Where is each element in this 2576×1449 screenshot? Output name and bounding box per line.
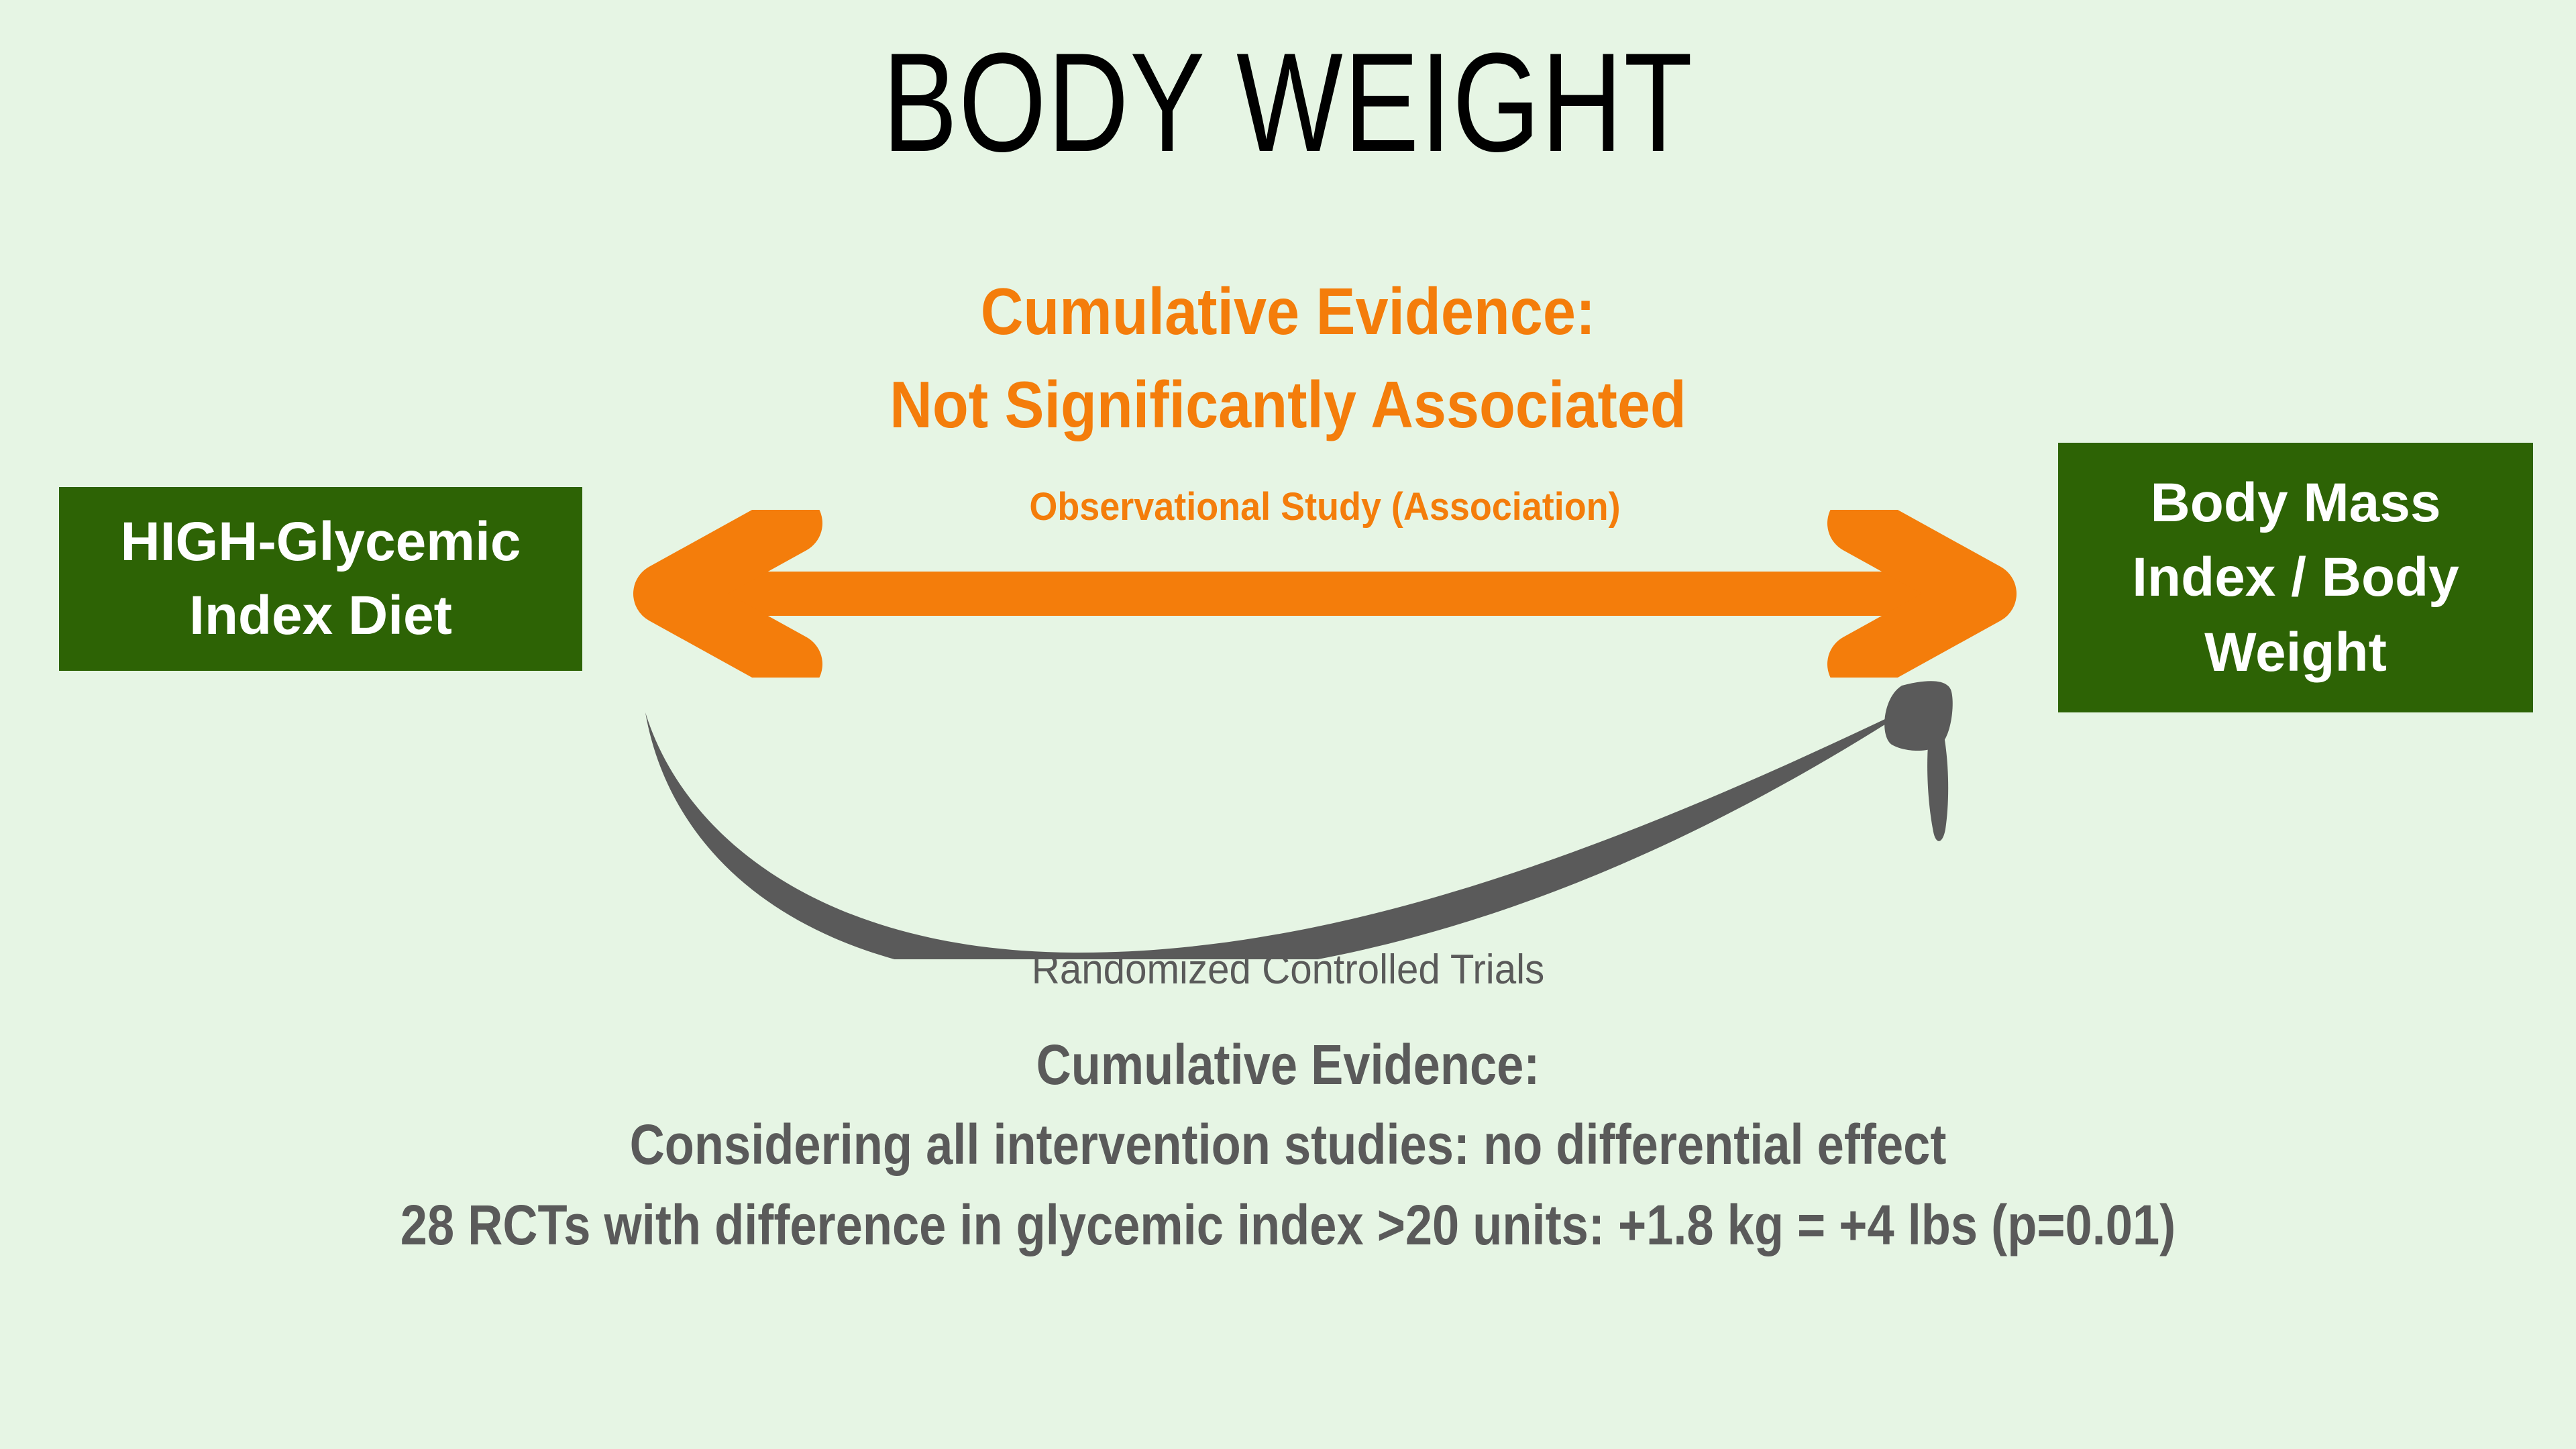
rct-arrow-label: Randomized Controlled Trials <box>1031 947 1545 993</box>
outcome-box-line-2: Index / Body <box>2132 547 2459 608</box>
outcome-box[interactable]: Body Mass Index / Body Weight <box>2058 443 2533 712</box>
rct-conclusion-line-1: Cumulative Evidence: <box>1036 1033 1540 1096</box>
double-headed-arrow-icon <box>633 510 2017 678</box>
observational-headline-line-2: Not Significantly Associated <box>890 368 1686 442</box>
outcome-box-text: Body Mass Index / Body Weight <box>2068 466 2524 690</box>
exposure-box-text: HIGH-Glycemic Index Diet <box>67 505 574 653</box>
rct-conclusion-line-2: Considering all intervention studies: no… <box>629 1113 1947 1177</box>
page-title: BODY WEIGHT <box>882 23 1694 181</box>
exposure-box[interactable]: HIGH-Glycemic Index Diet <box>59 487 582 671</box>
observational-headline-line-1: Cumulative Evidence: <box>980 274 1596 348</box>
rct-conclusion: Cumulative Evidence: Considering all int… <box>180 1025 2396 1265</box>
observational-headline: Cumulative Evidence: Not Significantly A… <box>129 265 2447 451</box>
rct-conclusion-line-3: 28 RCTs with difference in glycemic inde… <box>400 1193 2176 1256</box>
exposure-box-line-2: Index Diet <box>189 585 452 646</box>
curved-arrow-icon <box>645 681 1953 959</box>
observational-arrow-label: Observational Study (Association) <box>1029 485 1621 529</box>
exposure-box-line-1: HIGH-Glycemic <box>120 511 521 573</box>
outcome-box-line-1: Body Mass <box>2150 472 2441 533</box>
outcome-box-line-3: Weight <box>2204 621 2387 683</box>
